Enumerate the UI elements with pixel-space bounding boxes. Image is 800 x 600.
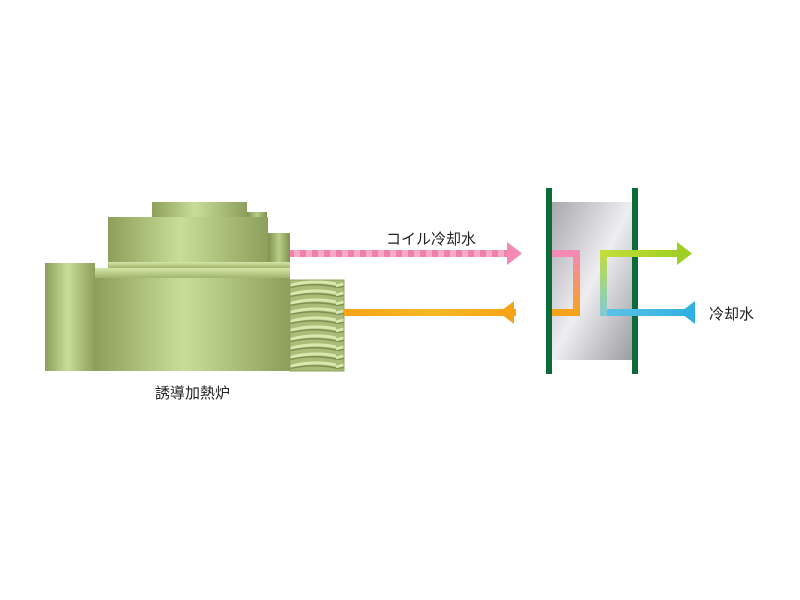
label-coil-cooling-water: コイル冷却水: [386, 230, 477, 248]
label-induction-furnace: 誘導加熱炉: [155, 384, 231, 402]
arrow-cooling-inlet: [680, 301, 695, 324]
heat-exchanger: [546, 188, 638, 374]
pipe-inner-top-overlay: [552, 250, 578, 257]
furnace-mid-tier: [108, 217, 268, 265]
exchanger-body: [552, 202, 632, 360]
pipe-cooling-outlet: [600, 250, 682, 257]
furnace-main-body: [95, 275, 290, 371]
label-cooling-water: 冷却水: [709, 305, 755, 323]
furnace-mid-side: [268, 233, 290, 265]
arrow-coil-return: [499, 301, 514, 324]
pipe-coil-supply: [290, 250, 512, 257]
pipe-cooling-inlet: [600, 309, 692, 316]
furnace-left-cylinder: [45, 263, 95, 371]
furnace-coil: [290, 280, 344, 371]
exchanger-left-plate: [546, 188, 552, 374]
furnace-shelf: [108, 262, 290, 268]
exchanger-right-plate: [632, 188, 638, 374]
arrow-coil-supply: [507, 242, 522, 265]
pipe-coil-return: [344, 309, 516, 316]
furnace-body-top: [95, 268, 290, 278]
arrow-cooling-outlet: [677, 242, 692, 265]
pipe-inner-bottom-overlay: [552, 309, 580, 316]
induction-furnace: [45, 202, 345, 372]
pipe-inner-vertical-overlay: [573, 250, 580, 316]
furnace-coil-outline: [289, 279, 345, 372]
pipe-cooling-vertical: [600, 250, 607, 316]
cooling-water-pipe: [552, 242, 695, 324]
